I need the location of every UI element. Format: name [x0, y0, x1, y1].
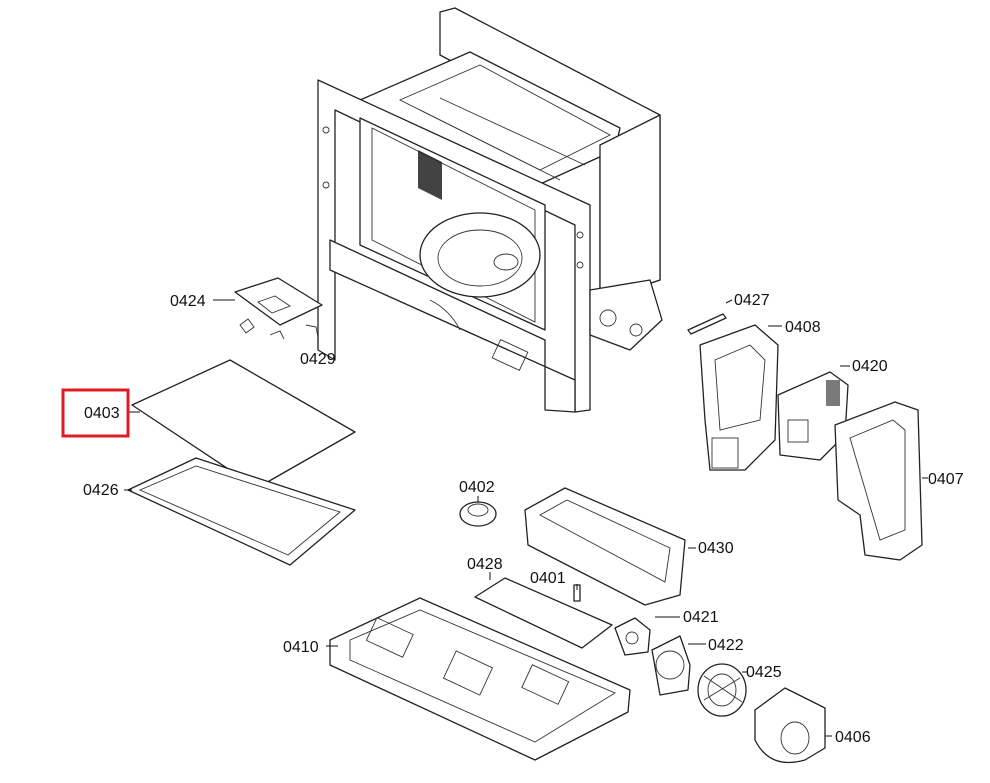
label-0420: 0420	[852, 358, 888, 375]
part-0429-clips: 0429	[239, 318, 336, 368]
label-0408: 0408	[785, 319, 821, 336]
part-0425-blower-wheel: 0425	[697, 663, 782, 717]
part-0407-duct: 0407	[834, 401, 964, 561]
part-0422-plate: 0422	[651, 635, 744, 696]
label-0426: 0426	[83, 482, 119, 499]
part-0421-fan-motor: 0421	[614, 609, 719, 656]
label-0407: 0407	[928, 471, 964, 488]
label-0428: 0428	[467, 556, 503, 573]
part-0408-bracket: 0408	[699, 319, 821, 471]
part-0403-plate: 0403	[61, 359, 356, 489]
label-0421: 0421	[683, 609, 719, 626]
part-0420-board: 0420	[777, 358, 888, 461]
part-0402-motor: 0402	[459, 479, 497, 527]
oven-cavity-housing	[317, 7, 663, 413]
label-0410: 0410	[283, 639, 319, 656]
part-0424-cover: 0424	[170, 277, 323, 326]
label-0429: 0429	[300, 351, 336, 368]
label-0422: 0422	[708, 637, 744, 654]
part-0427-rod: 0427	[687, 292, 770, 335]
label-0406: 0406	[835, 729, 871, 746]
label-0430: 0430	[698, 540, 734, 557]
part-0410-base: 0410	[283, 597, 631, 761]
part-0430-tray: 0430	[524, 487, 734, 606]
label-0427: 0427	[734, 292, 770, 309]
label-0402: 0402	[459, 479, 495, 496]
part-0428-sheet: 0428	[467, 556, 613, 649]
part-0426-frame: 0426	[83, 457, 356, 566]
label-0403: 0403	[84, 405, 120, 422]
label-0424: 0424	[170, 293, 206, 310]
label-0401: 0401	[530, 570, 566, 587]
part-0401-fuse: 0401	[530, 570, 581, 602]
part-0406-fan-housing: 0406	[754, 687, 871, 764]
highlight-box-0403	[61, 388, 130, 438]
label-0425: 0425	[746, 664, 782, 681]
